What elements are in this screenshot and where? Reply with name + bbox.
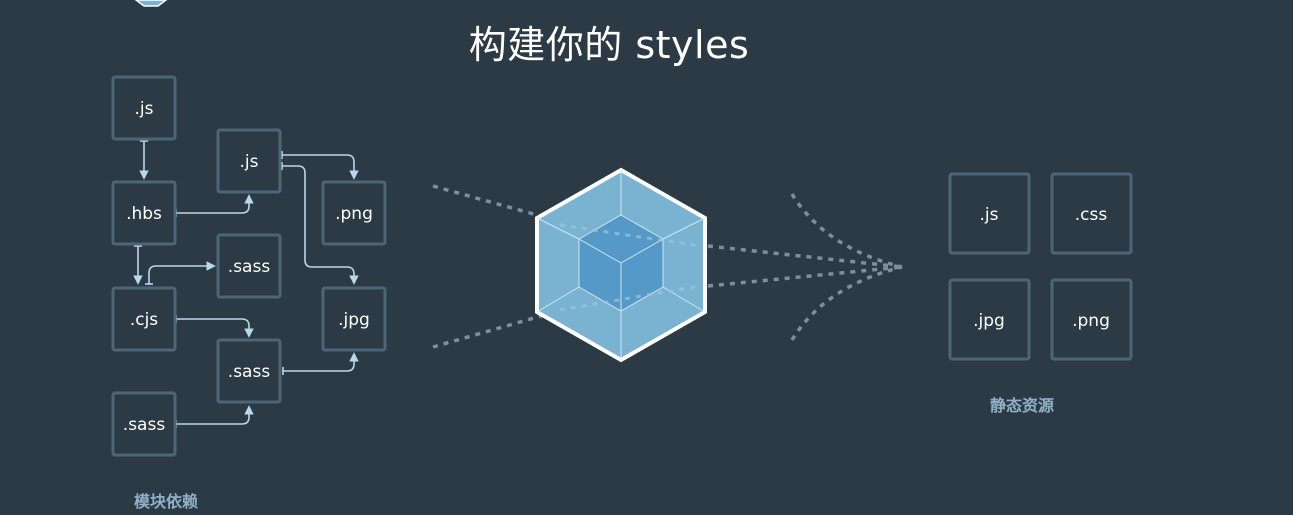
arrow-cjs-to-sass2 — [176, 318, 254, 338]
module-label-sass1: .sass — [228, 257, 271, 277]
asset-label-js: .js — [980, 205, 999, 225]
module-node-png: .png — [321, 180, 387, 246]
module-label-js1: .js — [135, 99, 154, 119]
arrow-hbs-to-js2 — [176, 194, 254, 214]
asset-node-js: .js — [948, 172, 1031, 255]
asset-label-css: .css — [1075, 205, 1108, 225]
asset-node-css: .css — [1050, 172, 1133, 255]
dependency-arrows — [133, 140, 359, 428]
modules-caption: 模块依赖 — [134, 492, 199, 511]
input-dotted-lines — [432, 184, 549, 349]
dotted-output-2 — [707, 244, 903, 269]
arrow-js2-to-jpg — [282, 165, 359, 285]
module-label-hbs: .hbs — [126, 204, 162, 224]
module-node-sass3: .sass — [111, 391, 177, 457]
arrow-js2-to-png — [282, 154, 359, 180]
assets-caption: 静态资源 — [990, 396, 1055, 415]
dotted-output-4 — [790, 265, 903, 341]
dotted-input-bottom — [432, 312, 549, 349]
dotted-input-top — [432, 184, 549, 220]
top-logo-fragment — [134, 0, 168, 7]
module-label-js2: .js — [240, 152, 259, 172]
asset-boxes: .js .css .jpg .png — [948, 172, 1133, 361]
module-boxes: .js .hbs .cjs .sass .js .sass — [111, 75, 387, 457]
output-dotted-lines — [707, 193, 903, 341]
module-label-sass2: .sass — [228, 362, 271, 382]
webpack-cube-icon — [535, 167, 707, 363]
dotted-output-1 — [790, 193, 903, 269]
module-node-sass1: .sass — [216, 233, 282, 299]
asset-node-png: .png — [1050, 278, 1133, 361]
module-label-cjs: .cjs — [130, 310, 158, 330]
page-title: 构建你的 styles — [468, 23, 750, 67]
module-node-js2: .js — [216, 128, 282, 194]
asset-label-jpg: .jpg — [973, 311, 1005, 331]
dotted-output-3 — [707, 265, 903, 288]
module-label-sass3: .sass — [123, 415, 166, 435]
asset-label-png: .png — [1072, 311, 1110, 331]
module-node-jpg: .jpg — [321, 286, 387, 352]
module-label-jpg: .jpg — [338, 310, 370, 330]
module-node-hbs: .hbs — [111, 180, 177, 246]
module-node-sass2: .sass — [216, 338, 282, 404]
cube-through-lines — [559, 223, 701, 312]
module-node-js1: .js — [111, 75, 177, 141]
arrow-cjs-to-sass1 — [148, 261, 216, 284]
module-node-cjs: .cjs — [111, 286, 177, 352]
asset-node-jpg: .jpg — [948, 278, 1031, 361]
arrow-sass2-to-jpg — [283, 352, 359, 372]
module-label-png: .png — [335, 204, 373, 224]
arrow-sass3-to-sass2 — [176, 405, 254, 425]
